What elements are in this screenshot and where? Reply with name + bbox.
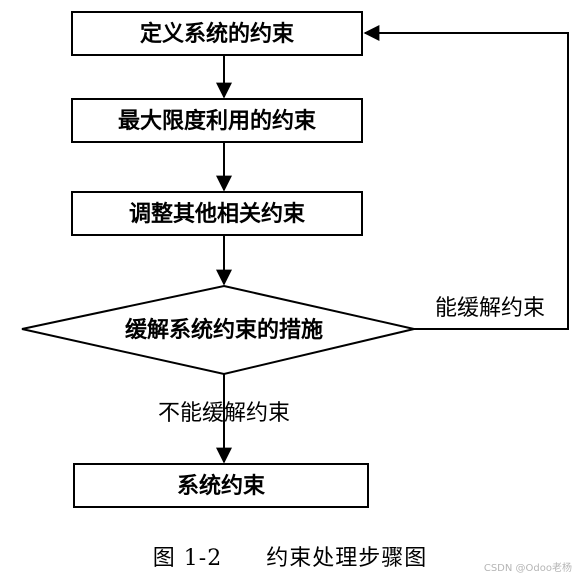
node-end-label: 系统约束 (177, 473, 266, 499)
node-decision: 缓解系统约束的措施 (21, 284, 415, 376)
node-maximize-label: 最大限度利用的约束 (118, 108, 317, 134)
node-define-constraints: 定义系统的约束 (71, 11, 363, 56)
node-decision-label: 缓解系统约束的措施 (125, 317, 323, 343)
node-maximize-constraints: 最大限度利用的约束 (71, 98, 363, 143)
edge-label-yes: 能缓解约束 (435, 296, 545, 321)
arrow-feedback-loop (363, 25, 569, 330)
caption-number: 图 1-2 (152, 546, 223, 571)
node-adjust-constraints: 调整其他相关约束 (71, 191, 363, 236)
node-adjust-label: 调整其他相关约束 (129, 201, 306, 227)
node-define-label: 定义系统的约束 (140, 21, 295, 47)
edge-label-no: 不能缓解约束 (158, 401, 290, 426)
figure-caption: 图 1-2 约束处理步骤图 (0, 540, 580, 572)
node-end: 系统约束 (73, 463, 369, 508)
watermark: CSDN @Odoo老杨 (483, 563, 572, 574)
caption-title: 约束处理步骤图 (266, 546, 428, 571)
